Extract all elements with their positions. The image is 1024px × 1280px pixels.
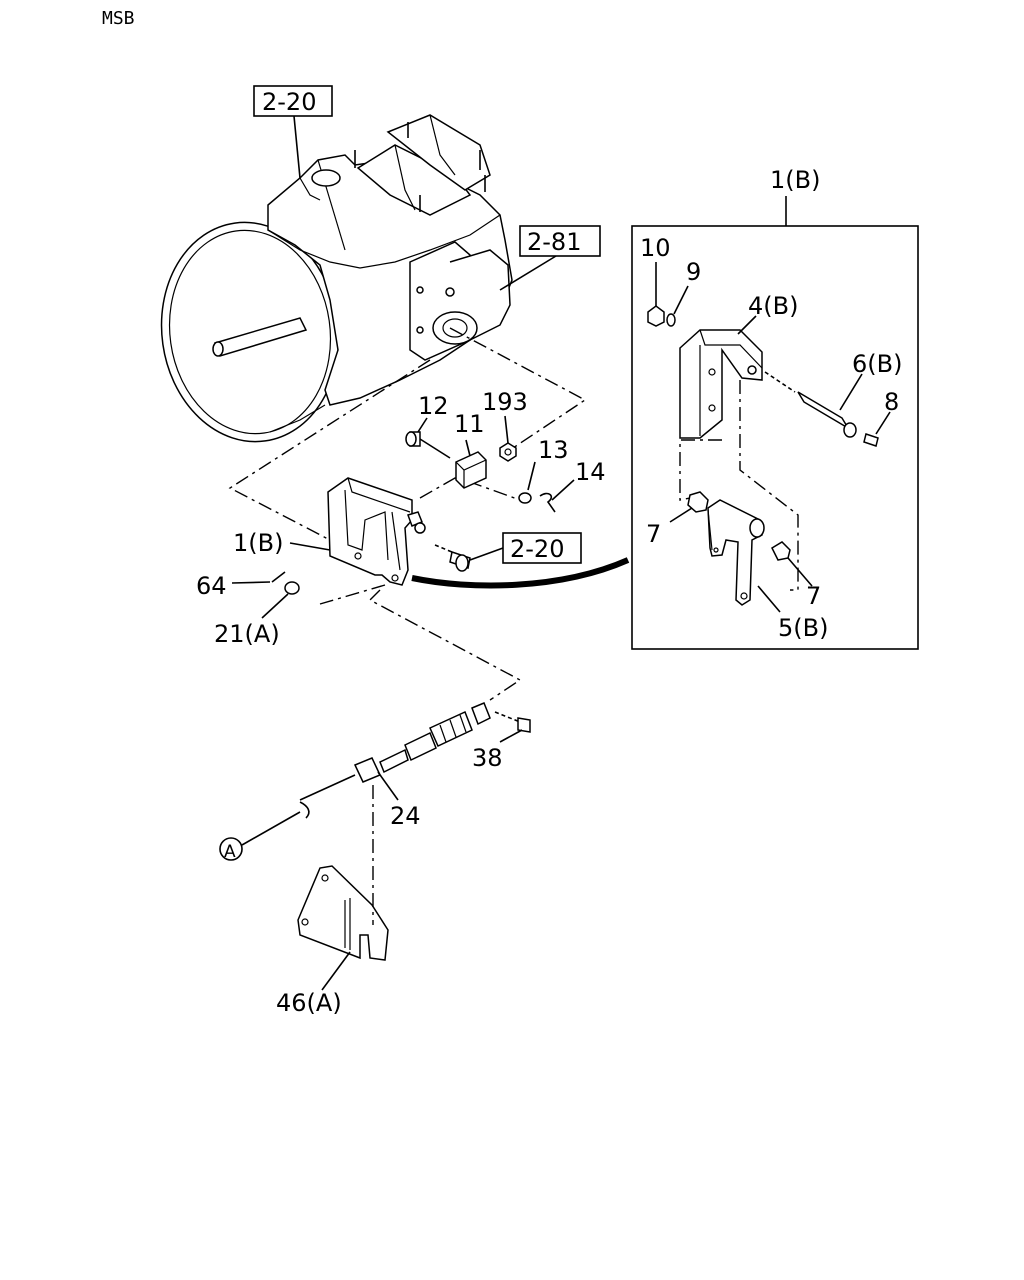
diagram-code: MSB bbox=[102, 8, 135, 29]
bushing-7-right bbox=[771, 541, 791, 561]
grease-nipple-8 bbox=[863, 433, 879, 447]
leader-64 bbox=[231, 581, 271, 584]
washer-21a bbox=[284, 581, 300, 595]
reference-box-2-20-bracket[interactable]: 2-20 bbox=[502, 532, 582, 564]
label-13: 13 bbox=[538, 436, 569, 464]
leader-14 bbox=[551, 479, 575, 501]
callout-circle-a[interactable]: A bbox=[219, 837, 243, 862]
leader-7-right bbox=[787, 557, 813, 587]
assembly-line-bracket bbox=[228, 359, 431, 541]
label-1b-main: 1(B) bbox=[233, 529, 283, 557]
svg-text:A: A bbox=[224, 842, 236, 862]
reference-box-2-81[interactable]: 2-81 bbox=[519, 225, 601, 257]
reference-box-2-20-top[interactable]: 2-20 bbox=[253, 85, 333, 117]
leader-21a bbox=[261, 593, 289, 619]
label-14: 14 bbox=[575, 458, 606, 486]
inset-title: 1(B) bbox=[770, 166, 820, 194]
label-64: 64 bbox=[196, 572, 227, 600]
label-193: 193 bbox=[482, 388, 528, 416]
leader-8 bbox=[875, 411, 891, 435]
label-8: 8 bbox=[884, 388, 899, 416]
label-4b: 4(B) bbox=[748, 292, 798, 320]
leader-193 bbox=[504, 415, 509, 444]
leader-2-20-bracket bbox=[469, 547, 504, 561]
leader-1b-main bbox=[289, 542, 331, 551]
leader-9 bbox=[673, 285, 689, 315]
pin-64 bbox=[271, 571, 286, 583]
leader-46a bbox=[321, 951, 351, 991]
leader-2-81 bbox=[499, 255, 557, 291]
nut-10 bbox=[647, 305, 665, 327]
cotter-pin-14 bbox=[539, 492, 556, 513]
detail-arrow bbox=[411, 557, 630, 589]
bolt-shaft bbox=[434, 544, 471, 572]
leader-4b bbox=[737, 315, 757, 335]
label-9: 9 bbox=[686, 258, 701, 286]
leader-5b bbox=[757, 585, 781, 613]
svg-text:2-81: 2-81 bbox=[527, 228, 581, 256]
block-11 bbox=[455, 451, 487, 489]
leader-circle-a bbox=[241, 811, 301, 846]
label-5b: 5(B) bbox=[778, 614, 828, 642]
assembly-line-washer bbox=[319, 584, 386, 605]
label-46a: 46(A) bbox=[276, 989, 342, 1017]
label-11: 11 bbox=[454, 410, 485, 438]
label-38: 38 bbox=[472, 744, 503, 772]
svg-text:2-20: 2-20 bbox=[262, 88, 316, 116]
leader-38 bbox=[499, 729, 523, 743]
leader-12 bbox=[417, 417, 428, 433]
leader-7-left bbox=[669, 507, 693, 523]
bracket-46a bbox=[297, 865, 389, 961]
bolt-38 bbox=[494, 711, 531, 733]
bracket-1b bbox=[327, 477, 426, 586]
bushing-7-left bbox=[687, 491, 709, 513]
inset-detail-1b: 1(B) bbox=[631, 166, 919, 650]
label-6b: 6(B) bbox=[852, 350, 902, 378]
washer-13 bbox=[518, 492, 532, 504]
leader-6b bbox=[839, 373, 863, 411]
transmission-assembly bbox=[160, 114, 513, 443]
inset-frame bbox=[631, 225, 919, 650]
label-24: 24 bbox=[390, 802, 421, 830]
assembly-line-cable bbox=[368, 589, 522, 701]
svg-text:2-20: 2-20 bbox=[510, 535, 564, 563]
washer-9 bbox=[666, 313, 676, 327]
label-21a: 21(A) bbox=[214, 620, 280, 648]
leader-24 bbox=[377, 771, 399, 801]
leader-11 bbox=[465, 439, 471, 457]
label-12: 12 bbox=[418, 392, 449, 420]
cable-24 bbox=[299, 702, 491, 819]
leader-2-20-top bbox=[293, 115, 301, 179]
nut-193 bbox=[499, 442, 517, 462]
label-10: 10 bbox=[640, 234, 671, 262]
label-7-left: 7 bbox=[646, 520, 661, 548]
bolt-12 bbox=[405, 431, 451, 459]
label-7-right: 7 bbox=[806, 582, 821, 610]
bracket-4b bbox=[679, 329, 763, 439]
leader-13 bbox=[527, 461, 536, 491]
